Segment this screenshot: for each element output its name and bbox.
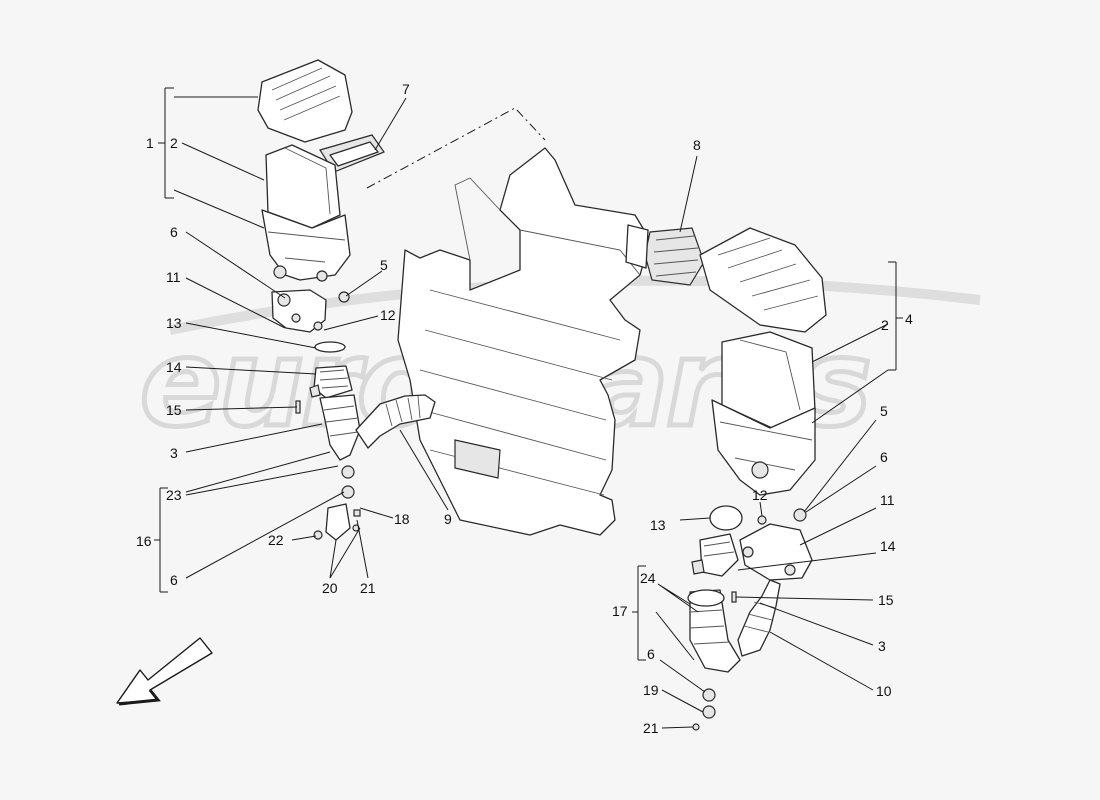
air-hose-10 [737,579,781,657]
relation-line [366,107,546,189]
left-air-mass-sensor [309,365,353,399]
callout-1: 1 [146,135,154,151]
left-airbox-housing [261,209,351,282]
callout-5-right: 5 [880,403,888,419]
left-intake-sleeve [319,394,361,461]
callout-13-left: 13 [166,315,182,331]
right-nut-12 [757,515,767,525]
right-grommet-6 [793,508,807,522]
callout-12-right: 12 [752,487,768,503]
right-airbox-cover [699,227,827,333]
callout-20: 20 [322,580,338,596]
callout-16: 16 [136,533,152,549]
callout-13-right: 13 [650,517,666,533]
right-o-ring-13 [709,505,743,531]
right-airbox-housing [711,399,816,496]
callout-15-right: 15 [878,592,894,608]
callout-15-left: 15 [166,402,182,418]
right-grommet-19 [702,705,716,719]
arrow-down-left-icon [116,637,213,706]
right-air-mass-sensor [691,533,739,577]
callout-10: 10 [876,683,892,699]
callout-23: 23 [166,487,182,503]
callout-6-right: 6 [880,449,888,465]
callout-6-right-bottom: 6 [647,646,655,662]
right-screw-21 [692,723,700,731]
left-grommet-19 [341,485,355,499]
callout-5-left: 5 [380,257,388,273]
callout-14-right: 14 [880,538,896,554]
callout-9: 9 [444,511,452,527]
right-intake-sleeve [687,589,741,673]
callout-7: 7 [402,81,410,97]
left-bracket [271,289,327,333]
right-screw-15 [731,591,737,603]
callout-21-left: 21 [360,580,376,596]
callout-8: 8 [693,137,701,153]
air-duct-panel [397,147,651,536]
leader-lines [154,87,903,729]
left-grommet-6 [341,465,355,479]
left-nut-5 [338,291,350,303]
callout-3-left: 3 [170,445,178,461]
right-bracket [739,523,813,581]
callout-labels: 1 2 7 8 6 5 11 12 13 14 15 3 23 16 6 22 … [136,81,913,736]
callout-24: 24 [640,570,656,586]
left-small-bracket [313,503,361,541]
callout-18: 18 [394,511,410,527]
callout-6-left-top: 6 [170,224,178,240]
callout-11-left: 11 [166,269,181,285]
callout-6-left-bottom: 6 [170,572,178,588]
callout-3-right: 3 [878,638,886,654]
callout-17: 17 [612,603,628,619]
callout-22: 22 [268,532,284,548]
right-grommet-6b [702,688,716,702]
air-hose-9 [355,394,436,449]
callout-11-right: 11 [880,492,895,508]
callout-19: 19 [643,682,659,698]
right-intake-seal [625,224,705,286]
callout-4: 4 [905,311,913,327]
left-airbox-cover [257,59,353,143]
callout-2-right: 2 [881,317,889,333]
left-o-ring-13 [314,341,346,353]
callout-2-left: 2 [170,135,178,151]
callout-21-right: 21 [643,720,659,736]
callout-12-left: 12 [380,307,396,323]
callout-14-left: 14 [166,359,182,375]
